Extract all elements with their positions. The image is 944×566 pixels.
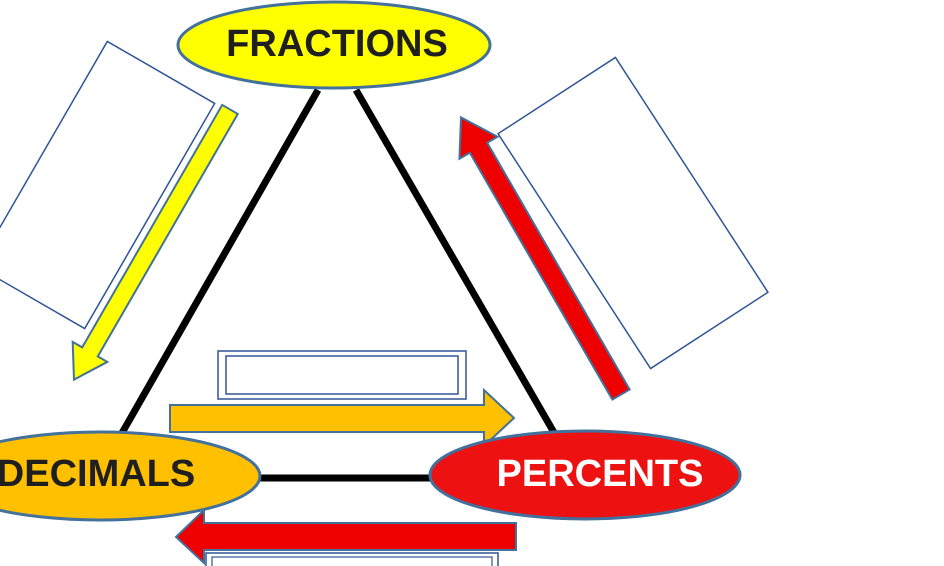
percents-to-fractions-arrow [458, 115, 632, 401]
percents-to-decimals-blank-box-inner [211, 556, 493, 566]
percents-to-decimals-arrow [174, 507, 517, 566]
fractions-label: FRACTIONS [226, 23, 448, 65]
fractions-to-decimals-blank-box[interactable] [0, 40, 216, 330]
percents-node [428, 429, 742, 521]
decimals-to-percents-arrow [169, 387, 516, 449]
connector-fractions-decimals [114, 88, 322, 442]
connector-fractions-percents [352, 88, 560, 438]
percents-to-fractions-blank-box[interactable] [497, 56, 769, 370]
fractions-to-decimals-arrow [71, 103, 240, 382]
percents-label: PERCENTS [497, 453, 704, 495]
decimals-node [0, 430, 262, 522]
decimals-to-percents-blank-box-inner [225, 355, 459, 395]
fractions-node [176, 0, 492, 90]
decimals-label: DECIMALS [0, 453, 195, 495]
